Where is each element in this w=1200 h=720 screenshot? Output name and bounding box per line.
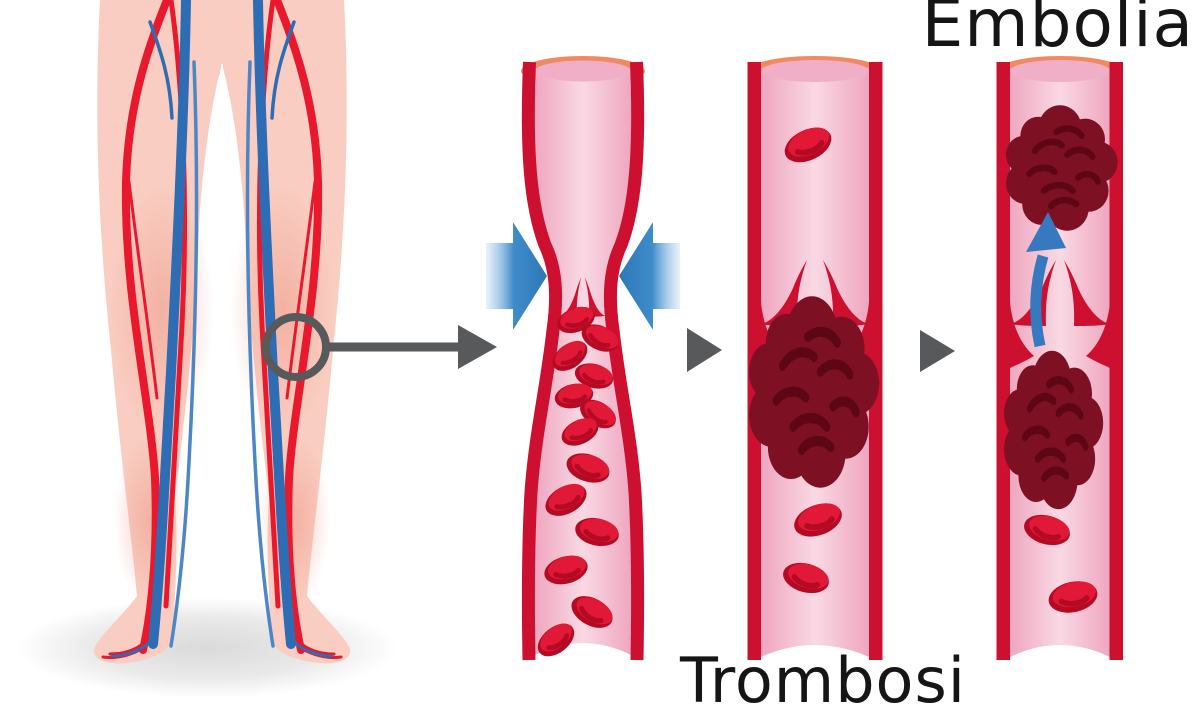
stage-compression: [486, 56, 680, 663]
stage-embolism: [996, 56, 1123, 660]
vessel-wall: [521, 61, 563, 661]
embolia-label: Embolia: [921, 0, 1194, 62]
flow-up-arrow-icon: [1026, 212, 1066, 348]
magnifier-circle-icon: [262, 313, 330, 381]
compression-arrow-left-icon: [486, 222, 547, 330]
vessel-cap-inner: [761, 60, 869, 82]
vessel-cap-inner: [535, 60, 631, 82]
vessel-wall: [1109, 62, 1123, 660]
vessel-wall: [869, 62, 883, 660]
zoom-arrow-icon: [328, 325, 497, 369]
vessel-cap-inner: [1010, 60, 1110, 82]
vessel-wall: [996, 62, 1010, 660]
trombosi-label: Trombosi: [679, 644, 967, 717]
stage-thrombosis: [748, 56, 883, 660]
legs-figure: [17, 0, 497, 698]
step-arrow-icon: [687, 328, 722, 372]
vessel-wall: [603, 61, 645, 661]
step-arrow-icon: [920, 330, 955, 372]
pelvis: [199, 0, 245, 64]
compression-arrow-right-icon: [619, 222, 680, 330]
